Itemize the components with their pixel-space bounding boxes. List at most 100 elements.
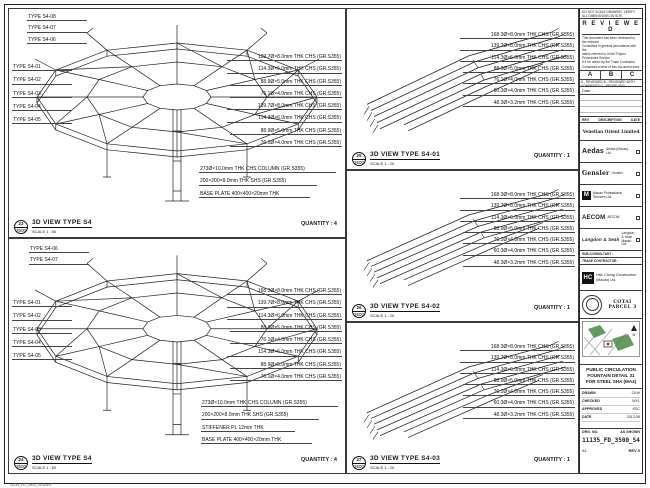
annotation-label: 48.3Ø×3.2mm THK CHS (GR.S355) [462,412,575,419]
annotation-label: 88.9Ø×5.0mm THK CHS (GR.S355) [229,325,342,332]
annotation-label: 273Ø×10.0mm THK CHS COLUMN (GR.S355) [199,166,336,174]
meta-row: APPROVED KSC [582,406,640,414]
drawing-title-line1: PUBLIC CIRCULATION [586,367,636,372]
leader-line [229,331,260,332]
annotation-text: 60.3Ø×4.0mm THK CHS (GR.S355) [492,400,575,408]
annotation-label: 200×200×8.0mm THK SHS (GR.S355) [199,178,318,186]
detail-number: 25 [353,153,365,160]
project-seal-row: COTAI PARCEL 3 [580,291,642,319]
view-title: 3D VIEW TYPE S4-02 [370,303,441,312]
annotation-label: 139.7Ø×8.0mm THK CHS (GR.S355) [226,301,342,308]
status-legend: A - REVIEWED B - REVIEWED WITH COMMENTS … [581,80,635,87]
annotation-text: 200×200×8.0mm THK SHS (GR.S355) [199,178,288,186]
annotation-label: 48.3Ø×3.2mm THK CHS (GR.S355) [462,259,575,267]
annotation-text: 48.3Ø×3.2mm THK CHS (GR.S355) [492,259,575,267]
trade-contractor-label: TRADE CONTRACTOR : [580,258,642,265]
contractor-row: HC Hsin Chong Construction (Macau) Ltd. [580,265,642,291]
annotation-label: 168.3Ø×8.0mm THK CHS (GR.S355) [459,344,575,352]
drawing-number-box: DRG. NO. AS SHOWN 11135_FD_3500_S4 A1 RE… [580,429,642,473]
annotation-label: BASE PLATE 400×400×20mm THK [201,437,313,444]
contractor-name: Hsin Chong Construction (Macau) Ltd. [596,273,636,282]
north-label: N [633,332,636,337]
leader-line [229,84,260,86]
key-plan-map: N [582,321,640,357]
annotation-label: 76.1Ø×4.0mm THK CHS (GR.S355) [229,337,342,345]
annotation-text: TYPE S4-04 [12,103,42,111]
annotation-label: 168.3Ø×8.0mm THK CHS (GR.S355) [226,288,342,296]
annotation-text: 60.3Ø×4.0mm THK CHS (GR.S355) [492,248,575,256]
view-title: 3D VIEW TYPE S4 [32,219,92,228]
leader-line [305,172,336,174]
annotation-text: TYPE S4-07 [29,257,59,265]
annotation-text: 139.7Ø×8.0mm THK CHS (GR.S355) [489,203,575,211]
annotation-stack-right: 139.7Ø×8.0mm THK CHS (GR.S355)114.3Ø×6.0… [226,54,342,147]
annotation-stack-right: 168.3Ø×8.0mm THK CHS (GR.S355)139.7Ø×8.0… [459,192,575,267]
annotation-stack-bottom: 273Ø×10.0mm THK CHS COLUMN (GR.S355) 200×… [201,400,338,444]
review-status-abc: A B C A - REVIEWED B - REVIEWED WITH COM… [580,71,642,87]
leader-line [56,20,87,22]
annotation-label: 88.9Ø×5.0mm THK CHS (GR.S355) [462,66,575,73]
annotation-text: 76.1Ø×4.0mm THK CHS (GR.S355) [259,139,342,147]
plot-stamp: 11135_FD_3500_S4.DWG [10,483,52,487]
meta-row: CHECKED WYL [582,398,640,406]
annotation-text: TYPE S4-08 [27,14,57,22]
annotation-text: TYPE S4-05 [12,117,42,125]
annotation-label: 60.3Ø×4.0mm THK CHS (GR.S355) [462,248,575,256]
leader-line [462,254,493,256]
check-square-icon [636,215,640,220]
annotation-label: TYPE S4-06 [27,36,87,44]
view-panel-type-s4-01: 168.3Ø×8.0mm THK CHS (GR.S355)139.7Ø×8.0… [346,8,579,170]
sheet-size: A1 [582,448,587,453]
annotation-label: 76.1Ø×4.0mm THK CHS (GR.S355) [229,91,342,98]
annotation-label: TYPE S4-05 [12,353,72,361]
view-panel-type-s4-03: 168.3Ø×8.0mm THK CHS (GR.S355)139.7Ø×8.0… [346,322,579,474]
reviewed-title: R E V I E W E D [582,21,640,35]
annotation-text: TYPE S4-06 [27,36,57,44]
reviewed-body-2: Consultant in general accordance with th… [582,44,637,52]
title-block-top-note: DO NOT SCALE DRAWING. VERIFY ALL DIMENSI… [580,9,642,19]
leader-line [56,31,87,33]
leader-line [462,83,493,85]
annotation-label: 76.1Ø×4.0mm THK CHS (GR.S355) [462,77,575,85]
detail-number: 27 [353,457,365,464]
detail-sheet-ref: 3500 [15,228,26,233]
annotation-label: TYPE S4-08 [27,14,87,22]
leader-line [229,367,260,369]
seal-text-line1: COTAI [613,299,632,305]
drawing-number: 11135_FD_3500_S4 [582,437,640,444]
annotation-stack-right: 168.3Ø×8.0mm THK CHS (GR.S355)139.7Ø×8.0… [459,344,575,419]
annotation-label: 76.1Ø×4.0mm THK CHS (GR.S355) [229,139,342,147]
meta-label: DRAWN [582,391,596,396]
leader-line [460,220,491,222]
leader-line [229,97,260,98]
leader-line [289,418,320,420]
annotation-label: 48.3Ø×3.2mm THK CHS (GR.S355) [462,100,575,107]
leader-line [41,96,72,98]
check-square-icon [636,237,641,242]
annotation-label: 273Ø×10.0mm THK CHS COLUMN (GR.S355) [201,400,338,408]
hsin-chong-logo: HC [582,271,594,284]
check-square-icon [636,171,640,176]
annotation-label: TYPE S4-03 [12,91,72,98]
annotation-label: TYPE S4-02 [12,314,72,321]
check-square-icon [636,193,640,198]
annotation-text: TYPE S4-01 [12,64,42,72]
leader-line [462,243,493,245]
consultant-row-aecom: AECOM AECOM [580,207,642,229]
consultant-row-mps: M Macau Professional Services Ltd. [580,185,642,207]
annotation-text: 76.1Ø×4.0mm THK CHS (GR.S355) [259,337,342,345]
annotation-label: TYPE S4-01 [12,300,72,308]
annotation-text: 114.3Ø×6.0mm THK CHS (GR.S355) [257,66,342,74]
consultant-name: Macau Professional Services Ltd. [593,190,622,199]
detail-sheet-ref: 3500 [353,160,364,165]
leader-line [58,263,89,265]
annotation-label: 88.9Ø×5.0mm THK CHS (GR.S355) [462,226,575,233]
leader-line [41,123,72,125]
annotation-label: TYPE S4-02 [12,78,72,85]
annotation-label: 200×200×8.0mm THK SHS (GR.S355) [201,412,320,420]
annotation-label: TYPE S4-07 [29,257,89,265]
annotation-text: 168.3Ø×8.0mm THK CHS (GR.S355) [256,288,342,296]
annotation-text: 200×200×8.0mm THK SHS (GR.S355) [201,412,290,420]
leader-line [462,406,493,408]
